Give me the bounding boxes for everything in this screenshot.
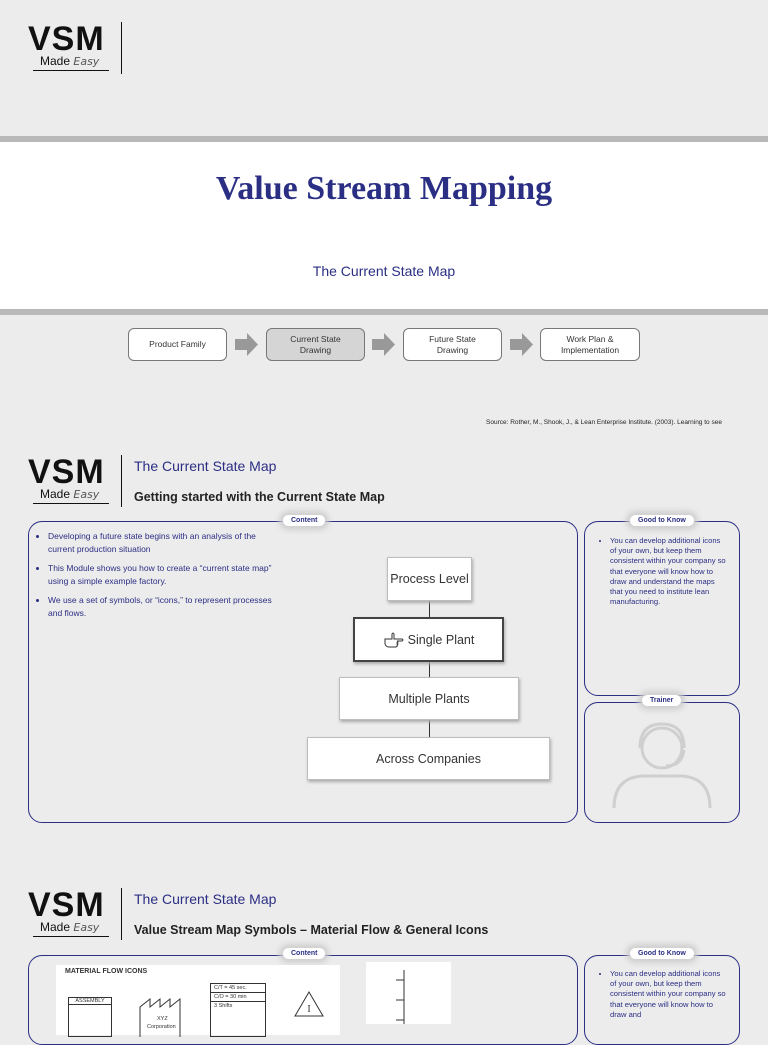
level-process[interactable]: Process Level bbox=[387, 557, 472, 601]
logo-made-easy: Made Easy bbox=[40, 920, 99, 934]
logo-made: Made bbox=[40, 487, 71, 501]
section-header: The Current State Map bbox=[134, 458, 277, 474]
inventory-triangle-icon: I bbox=[294, 991, 324, 1017]
section-subheader: Value Stream Map Symbols – Material Flow… bbox=[134, 923, 489, 937]
logo-vsm-text: VSM bbox=[28, 20, 105, 58]
logo-made-easy: Made Easy bbox=[40, 54, 99, 68]
material-flow-icons-image: MATERIAL FLOW ICONS ASSEMBLY XYZ Corpora… bbox=[56, 965, 340, 1037]
good-to-know-tag: Good to Know bbox=[630, 948, 694, 959]
timeline-icon bbox=[396, 970, 405, 1024]
content-tag: Content bbox=[283, 948, 326, 959]
bullet-item: Developing a future state begins with an… bbox=[48, 530, 284, 555]
logo-made: Made bbox=[40, 920, 71, 934]
data-box-row: 3 Shifts bbox=[214, 1003, 233, 1009]
logo-underline bbox=[33, 503, 109, 504]
section-subheader: Getting started with the Current State M… bbox=[134, 490, 385, 504]
factory-icon bbox=[139, 997, 181, 1037]
level-across-companies[interactable]: Across Companies bbox=[307, 737, 550, 780]
step-current-state-drawing[interactable]: Current State Drawing bbox=[266, 328, 365, 361]
page-subtitle: The Current State Map bbox=[312, 263, 456, 279]
level-single-plant-label: Single Plant bbox=[407, 632, 475, 647]
good-to-know-text: You can develop additional icons of your… bbox=[610, 969, 728, 1020]
trainer-headset-icon bbox=[612, 722, 712, 809]
data-box: C/T = 45 sec. C/O = 30 min 3 Shifts bbox=[210, 983, 266, 1037]
title-band bbox=[0, 142, 768, 309]
logo-vsm-text: VSM bbox=[28, 453, 105, 491]
logo-made: Made bbox=[40, 54, 71, 68]
logo-underline bbox=[33, 936, 109, 937]
bullet-item: This Module shows you how to create a “c… bbox=[48, 562, 284, 587]
logo-made-easy: Made Easy bbox=[40, 487, 99, 501]
logo-divider bbox=[121, 888, 122, 940]
logo-underline bbox=[33, 70, 109, 71]
material-flow-title: MATERIAL FLOW ICONS bbox=[65, 968, 148, 975]
arrow-right-icon bbox=[235, 333, 258, 356]
data-box-row: C/T = 45 sec. bbox=[211, 984, 265, 993]
pointing-hand-icon bbox=[384, 632, 404, 647]
level-connector bbox=[429, 600, 430, 738]
logo-easy: Easy bbox=[73, 488, 100, 501]
level-multiple-plants[interactable]: Multiple Plants bbox=[339, 677, 519, 720]
logo-divider bbox=[121, 22, 122, 74]
arrow-right-icon bbox=[510, 333, 533, 356]
assembly-process-box: ASSEMBLY bbox=[68, 997, 112, 1037]
logo-divider bbox=[121, 455, 122, 507]
page-title: Value Stream Mapping bbox=[215, 170, 553, 207]
section-header: The Current State Map bbox=[134, 891, 277, 907]
content-bullets: Developing a future state begins with an… bbox=[34, 530, 284, 626]
source-citation: Source: Rother, M., Shook, J., & Lean En… bbox=[486, 419, 722, 426]
arrow-right-icon bbox=[372, 333, 395, 356]
title-band-bottom-edge bbox=[0, 309, 768, 315]
good-to-know-text: You can develop additional icons of your… bbox=[610, 536, 728, 607]
good-to-know-text-block: You can develop additional icons of your… bbox=[598, 969, 728, 1020]
content-tag: Content bbox=[283, 515, 326, 526]
logo-easy: Easy bbox=[73, 921, 100, 934]
good-to-know-tag: Good to Know bbox=[630, 515, 694, 526]
data-box-row: C/O = 30 min bbox=[211, 993, 265, 1002]
bullet-item: We use a set of symbols, or “icons,” to … bbox=[48, 594, 284, 619]
title-band-top-edge bbox=[0, 136, 768, 142]
svg-text:I: I bbox=[307, 1004, 310, 1015]
trainer-tag: Trainer bbox=[642, 695, 682, 706]
general-icons-image bbox=[366, 962, 451, 1024]
good-to-know-text-block: You can develop additional icons of your… bbox=[598, 536, 728, 607]
level-single-plant[interactable]: Single Plant bbox=[353, 617, 504, 662]
step-future-state-drawing[interactable]: Future State Drawing bbox=[403, 328, 502, 361]
factory-name: XYZ bbox=[157, 1016, 168, 1022]
assembly-label: ASSEMBLY bbox=[69, 998, 111, 1005]
step-work-plan-implementation[interactable]: Work Plan & Implementation bbox=[540, 328, 640, 361]
factory-corp: Corporation bbox=[147, 1024, 176, 1030]
step-product-family[interactable]: Product Family bbox=[128, 328, 227, 361]
logo-vsm-text: VSM bbox=[28, 886, 105, 924]
logo-easy: Easy bbox=[73, 55, 100, 68]
